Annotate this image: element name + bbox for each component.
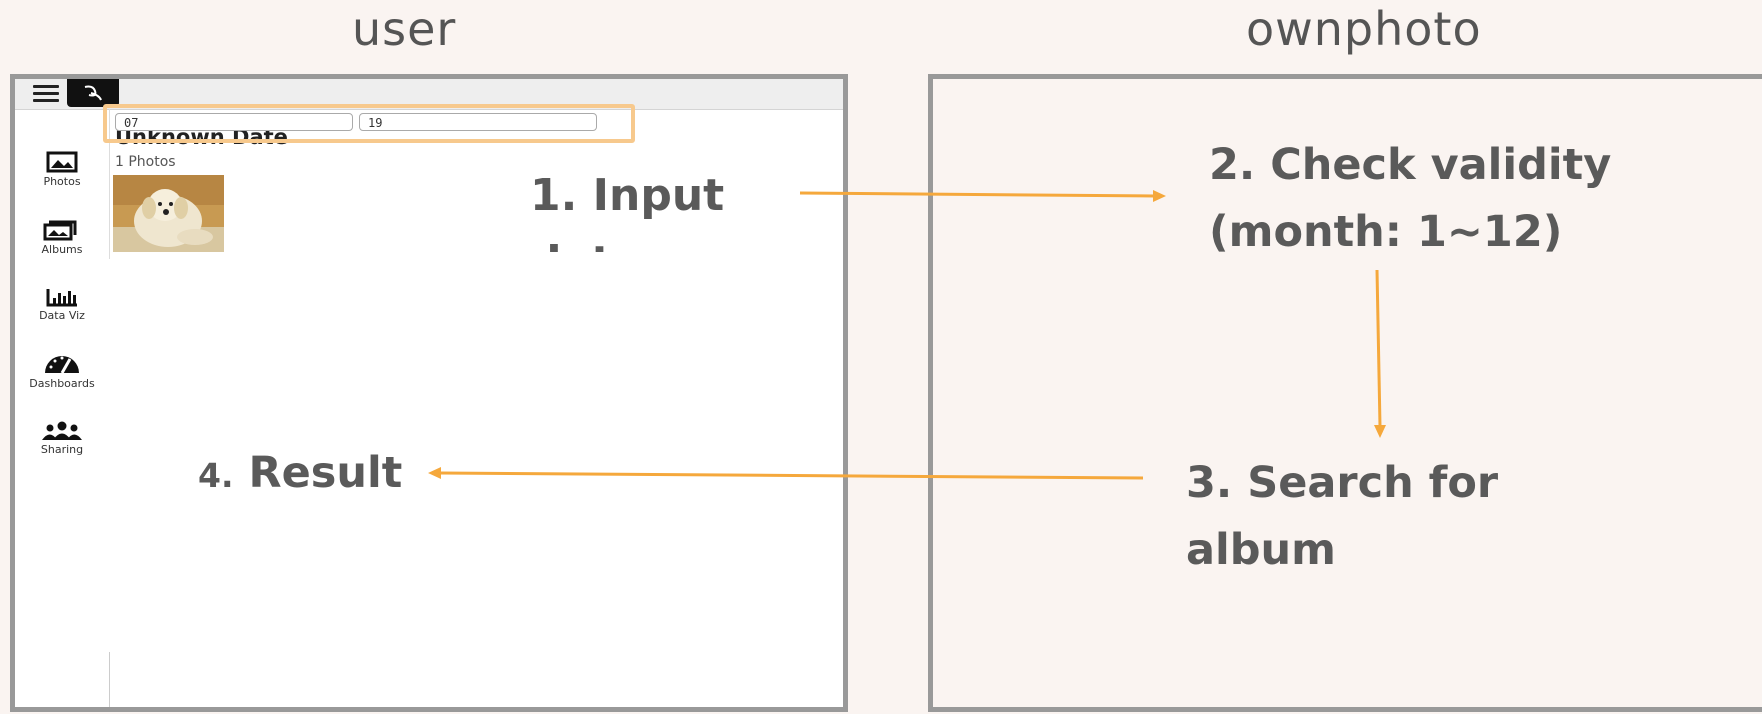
user-screen-frame: Photos Albums Data Viz Dashboards Sharin…	[10, 74, 848, 712]
photos-icon	[46, 151, 78, 173]
logo-icon[interactable]	[67, 79, 119, 107]
sidebar-item-data-viz[interactable]: Data Viz	[15, 287, 109, 322]
menu-icon[interactable]	[33, 85, 59, 103]
date-input-highlight	[103, 104, 635, 143]
user-column-title: user	[352, 2, 457, 56]
divider	[109, 652, 110, 707]
step-4-result: 4. Result	[198, 440, 402, 509]
step-2-line-2: (month: 1~12)	[1209, 207, 1563, 257]
step-3-search-album: 3. Search for album	[1186, 450, 1498, 584]
sidebar-item-label: Dashboards	[29, 377, 95, 390]
ownphoto-server-frame	[928, 74, 1762, 712]
step-3-line-1: 3. Search for	[1186, 458, 1499, 508]
photo-thumbnail[interactable]	[113, 175, 224, 252]
sidebar-item-sharing[interactable]: Sharing	[15, 421, 109, 456]
bar-chart-icon	[46, 289, 77, 307]
gauge-icon	[45, 356, 79, 374]
month-input[interactable]: 07	[115, 113, 353, 131]
albums-icon	[43, 220, 77, 241]
ownphoto-column-title: ownphoto	[1246, 2, 1482, 56]
photo-count: 1 Photos	[115, 154, 176, 170]
sidebar-item-dashboards[interactable]: Dashboards	[15, 353, 109, 390]
app-sidebar: Photos Albums Data Viz Dashboards Sharin…	[15, 109, 109, 707]
sidebar-item-label: Sharing	[40, 443, 84, 456]
step-4-text: Result	[248, 448, 403, 498]
sidebar-item-albums[interactable]: Albums	[15, 217, 109, 256]
divider	[109, 109, 110, 259]
step-1-input-date: 1. Input date	[530, 162, 724, 252]
step-3-line-2: album	[1186, 525, 1336, 575]
sidebar-item-label: Photos	[43, 175, 81, 188]
step-2-line-1: 2. Check validity	[1209, 140, 1612, 190]
step-1-line-2: date	[530, 229, 724, 252]
sidebar-item-photos[interactable]: Photos	[15, 151, 109, 188]
sidebar-item-label: Albums	[41, 243, 83, 256]
users-icon	[42, 421, 82, 440]
year-input[interactable]: 19	[359, 113, 597, 131]
sidebar-item-label: Data Viz	[39, 309, 85, 322]
step-1-line-1: 1. Input	[530, 170, 725, 221]
step-2-check-validity: 2. Check validity (month: 1~12)	[1209, 132, 1611, 266]
step-4-number: 4.	[198, 456, 234, 495]
